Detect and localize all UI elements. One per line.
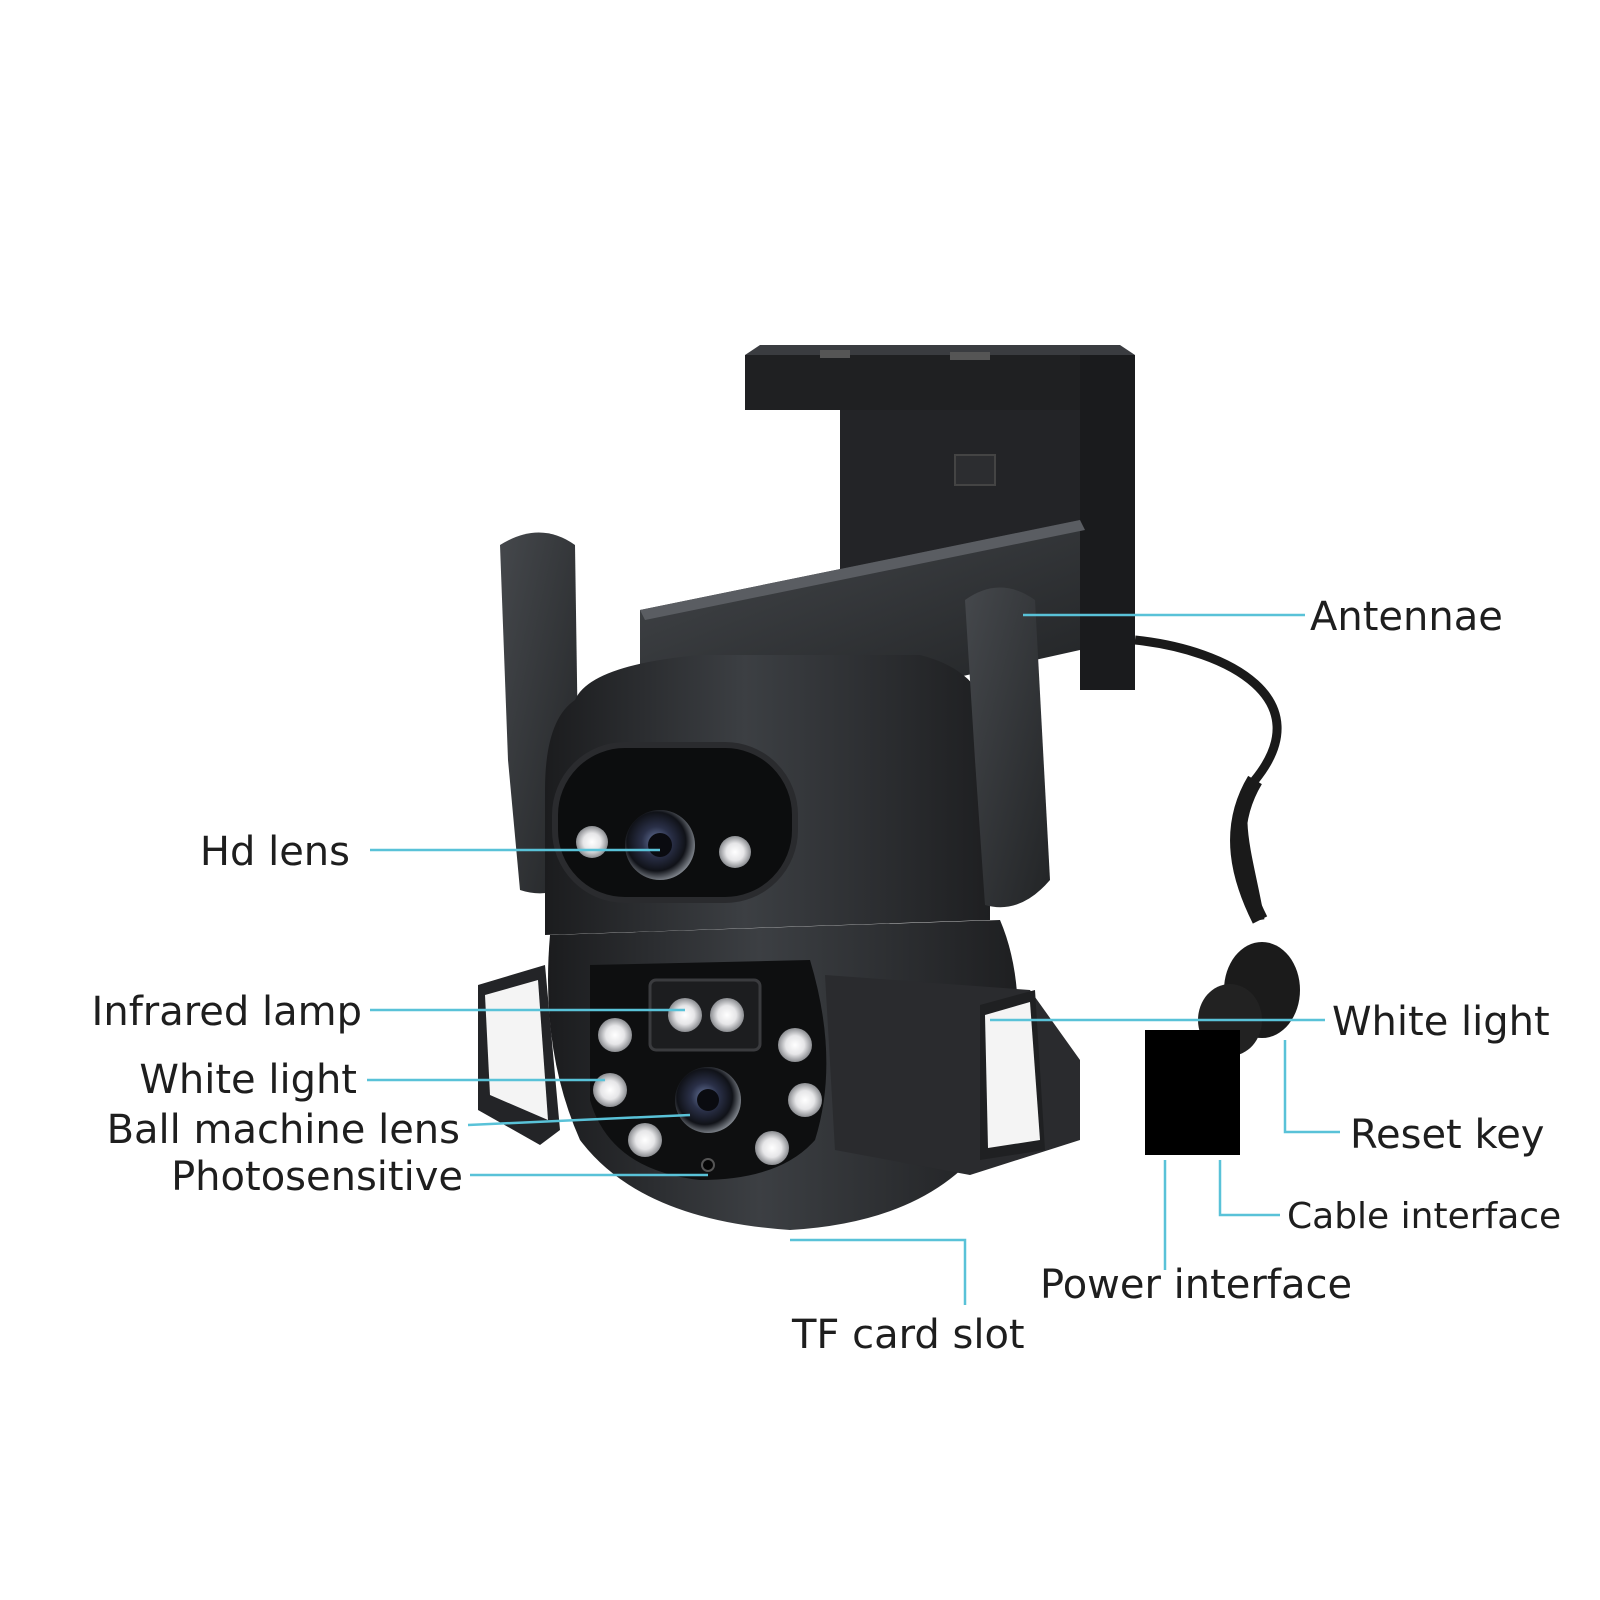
infrared-led-1 [668,998,702,1032]
floodlight-right [825,975,1080,1175]
ball-machine-lens [675,1067,741,1133]
infrared-led-2 [710,998,744,1032]
leader-lines [367,613,1340,1305]
hd-led-left [576,826,608,858]
label-tf-card-slot: TF card slot [791,1312,1025,1358]
leader-tf-card-slot [790,1238,967,1305]
photosensitive-sensor [701,1158,715,1172]
labels: Antennae Hd lens Infrared lamp White lig… [92,594,1562,1358]
floodlight-left [478,965,560,1145]
label-hd-lens: Hd lens [200,829,350,875]
label-white-light-right: White light [1332,999,1550,1045]
label-infrared-lamp: Infrared lamp [92,989,362,1035]
label-photosensitive: Photosensitive [171,1154,463,1200]
label-reset-key: Reset key [1350,1112,1544,1158]
wall-bracket [745,345,1135,690]
infrared-lamp-block [648,978,762,1052]
leader-ball-machine-lens [467,1113,691,1127]
white-light-leds [593,1018,822,1165]
power-cable [1134,635,1300,1056]
label-cable-interface: Cable interface [1287,1196,1561,1237]
redacted-block [1145,1030,1240,1155]
label-power-interface: Power interface [1040,1262,1352,1308]
leader-reset-key [1283,1040,1340,1134]
hd-led-right [719,836,751,868]
label-white-light-left: White light [139,1057,357,1103]
upper-head [545,655,990,935]
label-ball-machine-lens: Ball machine lens [107,1107,460,1153]
label-antennae: Antennae [1310,594,1503,640]
leader-cable-interface [1218,1160,1280,1217]
antenna-right [965,587,1050,908]
